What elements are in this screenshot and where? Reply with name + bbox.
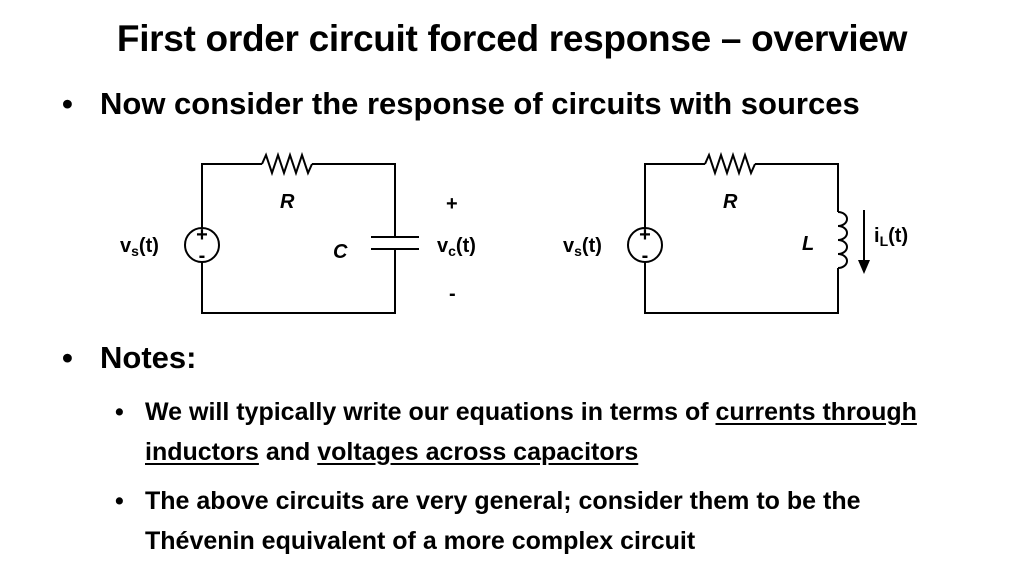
rl-resistor-label: R bbox=[723, 191, 738, 213]
bullet-sources: • Now consider the response of circuits w… bbox=[62, 86, 860, 122]
rc-voltage-label: vc(t) bbox=[437, 235, 476, 259]
rc-wire-left-top bbox=[201, 163, 262, 228]
subbullet-thevenin-text: The above circuits are very general; con… bbox=[145, 487, 861, 555]
subbullet-thevenin: • The above circuits are very general; c… bbox=[115, 481, 965, 561]
bullet-dot: • bbox=[62, 86, 73, 121]
rc-wire-right-top bbox=[312, 163, 396, 237]
slide-title: First order circuit forced response – ov… bbox=[116, 18, 908, 59]
subbullet-dot: • bbox=[115, 487, 124, 515]
equations-text-and: and bbox=[258, 438, 318, 466]
equations-text-part: We will typically write our equations in… bbox=[145, 398, 716, 426]
bullet-sources-text: Now consider the response of circuits wi… bbox=[100, 86, 860, 121]
rl-wire-left-top bbox=[644, 163, 705, 228]
rc-circuit bbox=[184, 151, 419, 314]
rc-plus-sign: + bbox=[446, 193, 458, 215]
subbullet-equations: • We will typically write our equations … bbox=[115, 392, 965, 472]
bullet-dot: • bbox=[62, 340, 73, 375]
rl-circuit bbox=[627, 151, 865, 314]
bullet-notes: • Notes: bbox=[62, 340, 196, 376]
rc-resistor-label: R bbox=[280, 191, 295, 213]
rl-current-label: iL(t) bbox=[874, 225, 908, 249]
underlined-currents: currents through inductors bbox=[145, 398, 917, 466]
rl-voltage-source bbox=[627, 227, 663, 263]
rl-source-label: vs(t) bbox=[563, 235, 602, 259]
underlined-voltages: voltages across capacitors bbox=[317, 438, 639, 466]
rc-voltage-source bbox=[184, 227, 220, 263]
rc-source-minus: - bbox=[199, 245, 206, 267]
rl-source-minus: - bbox=[642, 245, 649, 267]
rl-current-arrow-head bbox=[858, 260, 870, 274]
subbullet-dot: • bbox=[115, 398, 124, 426]
rl-inductor-label: L bbox=[802, 233, 814, 255]
rl-source-plus: + bbox=[639, 224, 651, 246]
rl-inductor bbox=[837, 211, 848, 269]
subbullet-equations-text: We will typically write our equations in… bbox=[145, 392, 965, 472]
rc-source-label: vs(t) bbox=[120, 235, 159, 259]
rc-source-plus: + bbox=[196, 224, 208, 246]
rc-wire-bottom bbox=[201, 249, 396, 314]
rl-wire-right-top bbox=[755, 163, 839, 212]
rl-resistor bbox=[704, 151, 756, 177]
bullet-notes-text: Notes: bbox=[100, 340, 197, 375]
rc-capacitor-label: C bbox=[333, 241, 348, 263]
rl-wire-bottom bbox=[644, 262, 839, 314]
rc-minus-sign: - bbox=[449, 283, 456, 305]
rc-resistor bbox=[261, 151, 313, 177]
